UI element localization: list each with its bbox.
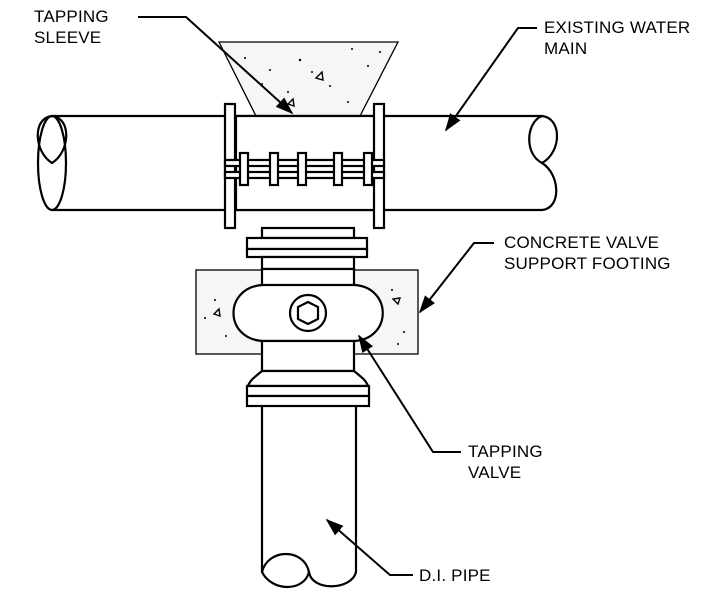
label-line: EXISTING WATER [544,18,691,37]
concrete-thrust-block [217,41,400,117]
tapping-sleeve-assembly [223,102,386,230]
label-line: D.I. PIPE [419,566,491,585]
leader-lines [138,16,537,576]
label-line: TAPPING [468,442,543,461]
label-line: SUPPORT FOOTING [504,254,671,273]
di-pipe [260,404,358,588]
label-line: VALVE [468,463,522,482]
tapping-valve-body [232,267,384,408]
label-tapping-valve: TAPPING VALVE [468,441,543,483]
label-concrete-valve-support-footing: CONCRETE VALVE SUPPORT FOOTING [504,232,671,274]
label-line: SLEEVE [34,28,102,47]
label-line: MAIN [544,39,588,58]
label-existing-water-main: EXISTING WATER MAIN [544,17,690,59]
label-line: CONCRETE VALVE [504,233,660,252]
label-di-pipe: D.I. PIPE [419,565,491,586]
label-tapping-sleeve: TAPPING SLEEVE [34,6,109,48]
label-line: TAPPING [34,7,109,26]
valve-neck [245,226,369,271]
